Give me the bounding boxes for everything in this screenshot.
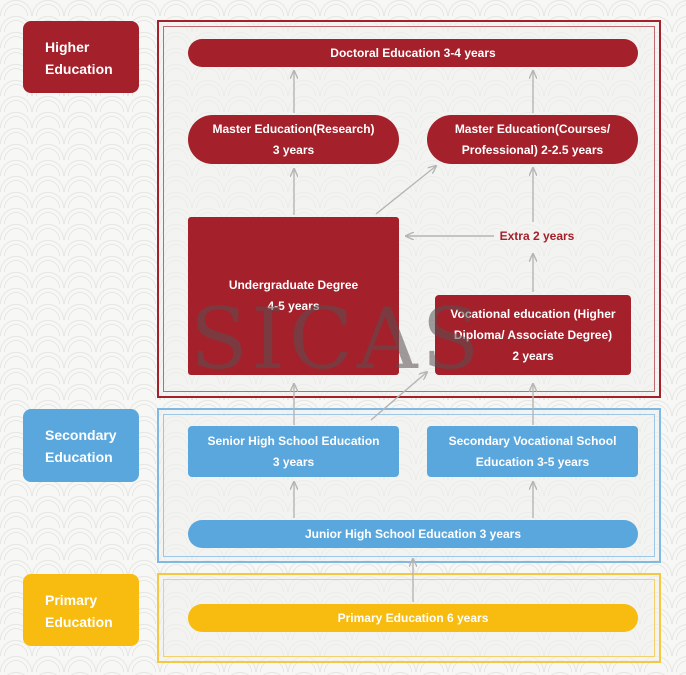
node-extra-years: Extra 2 years	[494, 226, 580, 246]
node-vocational-line3: 2 years	[512, 348, 554, 363]
node-doctoral: Doctoral Education 3-4 years	[188, 39, 638, 67]
node-vocational-line1: Vocational education (Higher	[450, 306, 616, 321]
node-master-research: Master Education(Research) 3 years	[188, 115, 399, 164]
node-secondary-vocational-line2: Education 3-5 years	[475, 454, 590, 469]
node-senior-high-line1: Senior High School Education	[207, 433, 380, 448]
node-master-research-line1: Master Education(Research)	[212, 121, 375, 136]
node-undergraduate: Undergraduate Degree 4-5 years	[188, 217, 399, 375]
node-undergraduate-line1: Undergraduate Degree	[228, 278, 359, 292]
level-label-primary: Primary Education	[23, 574, 139, 646]
node-extra-years-text: Extra 2 years	[499, 229, 575, 243]
node-senior-high: Senior High School Education 3 years	[188, 426, 399, 477]
node-senior-high-line2: 3 years	[272, 454, 315, 469]
node-master-courses-line2: Professional) 2-2.5 years	[461, 142, 604, 157]
node-master-courses-line1: Master Education(Courses/	[454, 121, 611, 136]
node-secondary-vocational-line1: Secondary Vocational School	[448, 433, 617, 448]
node-vocational-line2: Diploma/ Associate Degree)	[453, 327, 613, 342]
node-vocational: Vocational education (Higher Diploma/ As…	[435, 295, 631, 375]
node-primary: Primary Education 6 years	[188, 604, 638, 632]
node-junior-high-text: Junior High School Education 3 years	[304, 526, 522, 541]
node-junior-high: Junior High School Education 3 years	[188, 520, 638, 548]
level-label-higher-text: Higher Education	[45, 39, 113, 77]
level-label-primary-text: Primary Education	[45, 592, 113, 630]
node-undergraduate-line2: 4-5 years	[267, 299, 320, 313]
level-label-secondary: Secondary Education	[23, 409, 139, 482]
level-label-secondary-text: Secondary Education	[45, 427, 117, 465]
node-master-research-line2: 3 years	[272, 142, 315, 157]
node-doctoral-text: Doctoral Education 3-4 years	[330, 45, 496, 60]
node-primary-text: Primary Education 6 years	[337, 610, 489, 625]
node-secondary-vocational: Secondary Vocational School Education 3-…	[427, 426, 638, 477]
node-master-courses: Master Education(Courses/ Professional) …	[427, 115, 638, 164]
level-label-higher: Higher Education	[23, 21, 139, 93]
